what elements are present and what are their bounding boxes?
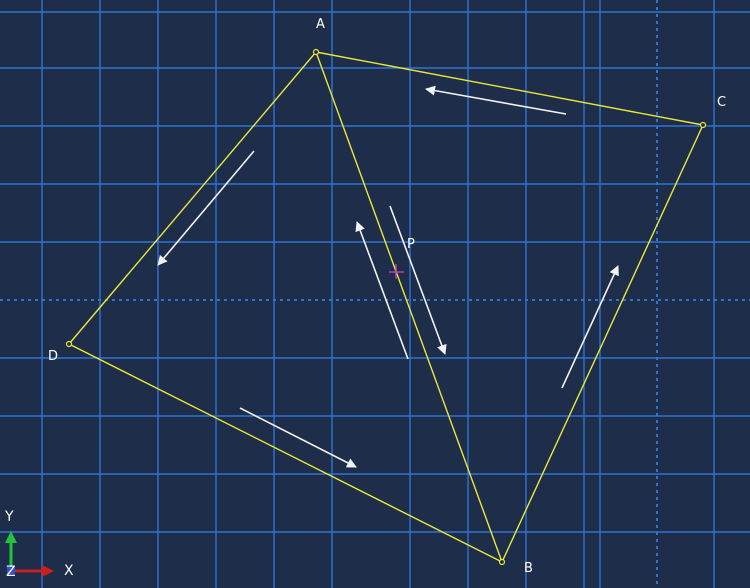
triad-x-label: X bbox=[64, 563, 74, 579]
edge-a-b[interactable] bbox=[315, 51, 503, 563]
triad-z-marker bbox=[7, 567, 15, 575]
edge-a-c[interactable] bbox=[315, 51, 704, 126]
point-p-marker[interactable] bbox=[389, 264, 404, 279]
vertex-d-marker[interactable] bbox=[65, 340, 73, 348]
arrow-b-to-c bbox=[561, 265, 619, 389]
triad-y-arrowhead bbox=[5, 531, 17, 543]
vertex-a-label: A bbox=[316, 17, 325, 32]
point-p-label: P bbox=[407, 237, 415, 252]
arrow-d-to-b bbox=[239, 407, 357, 468]
triad-x-arrowhead bbox=[42, 565, 54, 577]
arrow-b-to-a-inner bbox=[355, 221, 409, 360]
arrow-a-to-d bbox=[157, 150, 255, 266]
vertex-a-marker[interactable] bbox=[312, 48, 320, 56]
arrow-c-to-a bbox=[425, 85, 567, 115]
vertex-c-marker[interactable] bbox=[699, 121, 707, 129]
quad-shape[interactable] bbox=[68, 51, 704, 563]
axis-triad: Y X Z bbox=[4, 509, 74, 580]
direction-arrows bbox=[157, 85, 619, 468]
edge-d-a[interactable] bbox=[68, 51, 317, 345]
triad-y-label: Y bbox=[4, 509, 14, 525]
vertex-d-label: D bbox=[48, 349, 58, 364]
vertex-b-marker[interactable] bbox=[498, 558, 506, 566]
arrow-a-to-b-inner bbox=[389, 205, 447, 355]
vertex-c-label: C bbox=[717, 95, 726, 110]
edge-c-b[interactable] bbox=[501, 124, 704, 563]
triad-z-label: Z bbox=[6, 564, 16, 580]
edge-b-d[interactable] bbox=[68, 343, 503, 563]
vertex-b-label: B bbox=[524, 561, 533, 576]
vertex-markers bbox=[65, 48, 707, 566]
